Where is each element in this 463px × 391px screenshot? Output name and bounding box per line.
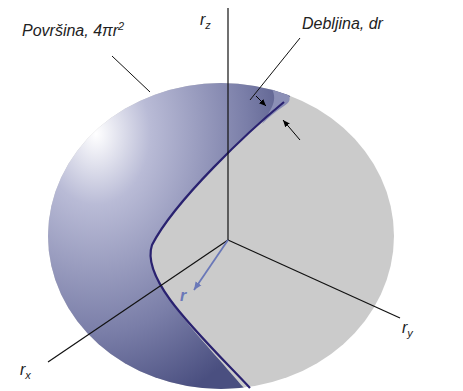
thickness-arrow — [256, 96, 266, 106]
thickness-arrow — [283, 120, 300, 140]
x-axis — [48, 240, 228, 362]
leader-line — [250, 38, 300, 100]
radius-arrow — [194, 240, 228, 290]
shell-surface — [40, 60, 295, 391]
axis-label: rx — [20, 360, 31, 382]
leader-line — [112, 56, 150, 92]
axis-label: ry — [402, 318, 413, 340]
thickness-label: Debljina, dr — [302, 14, 383, 33]
y-axis — [228, 240, 400, 318]
radius-label: r — [180, 286, 186, 305]
z-axis — [227, 8, 228, 240]
axis-label: rz — [200, 10, 211, 32]
surface-label: Površina, 4πr2 — [22, 20, 124, 41]
shell-boundary — [150, 102, 284, 388]
